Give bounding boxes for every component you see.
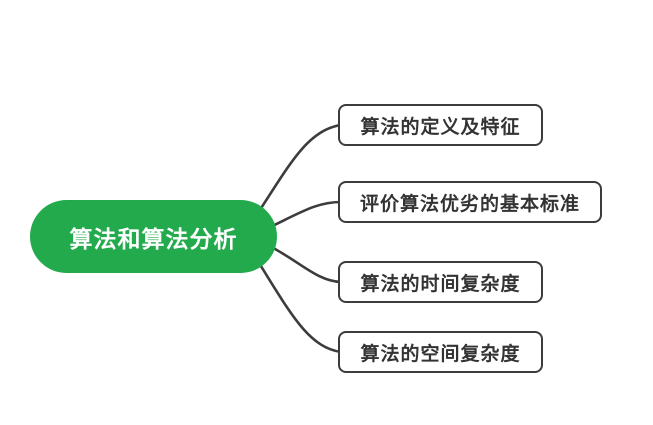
- branch-node-space-complexity[interactable]: 算法的空间复杂度: [338, 331, 543, 373]
- branch-label: 评价算法优劣的基本标准: [359, 193, 580, 215]
- root-topic-node[interactable]: 算法和算法分析: [30, 200, 277, 273]
- branch-node-evaluation-criteria[interactable]: 评价算法优劣的基本标准: [338, 181, 602, 223]
- connector-root-to-branch-3: [262, 241, 343, 284]
- branch-label: 算法的定义及特征: [360, 116, 521, 138]
- connector-root-to-branch-4: [250, 250, 343, 354]
- branch-label: 算法的空间复杂度: [360, 343, 521, 365]
- branch-node-time-complexity[interactable]: 算法的时间复杂度: [338, 261, 543, 303]
- branch-node-definition[interactable]: 算法的定义及特征: [338, 104, 543, 146]
- branch-label: 算法的时间复杂度: [360, 273, 521, 295]
- root-topic-label: 算法和算法分析: [69, 225, 238, 252]
- connector-root-to-branch-1: [250, 123, 343, 224]
